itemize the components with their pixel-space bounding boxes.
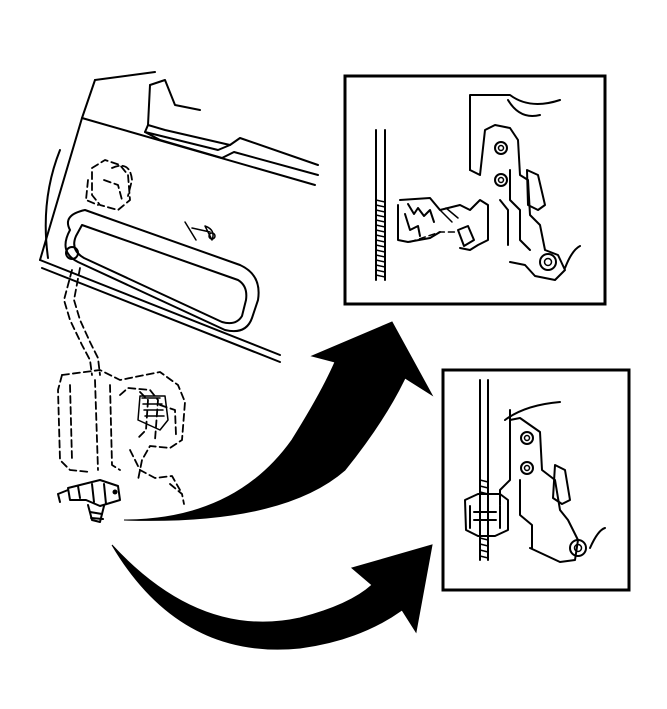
door-panel — [39, 71, 319, 363]
detail-top — [343, 74, 607, 306]
arrow-to-top-detail — [123, 321, 434, 521]
outside-handle — [64, 209, 260, 333]
detail-bottom — [441, 368, 631, 592]
arrow-to-bottom-detail — [111, 544, 433, 650]
hidden-latch-assembly — [57, 159, 186, 523]
